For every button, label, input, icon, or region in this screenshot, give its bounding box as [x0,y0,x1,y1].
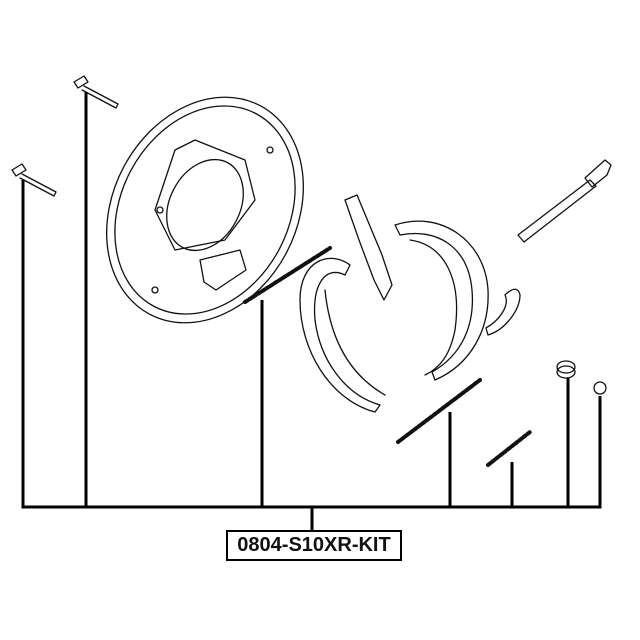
brake-shoe-rear [394,220,489,381]
strut-bar [517,159,612,243]
hold-down-spring [556,360,576,379]
retainer-clip [593,381,607,395]
leader-lines [21,92,602,531]
bolt-upper [73,75,119,109]
brake-shoe-front [299,257,386,413]
adjuster-spring [243,246,332,304]
adjuster-lever [485,288,521,336]
parking-lever [344,194,393,301]
adjuster-spring-small [486,430,532,467]
bolt-lower [11,163,57,197]
backing-plate [106,96,304,324]
return-spring [396,378,482,444]
kit-part-number-label: 0804-S10XR-KIT [226,530,402,561]
